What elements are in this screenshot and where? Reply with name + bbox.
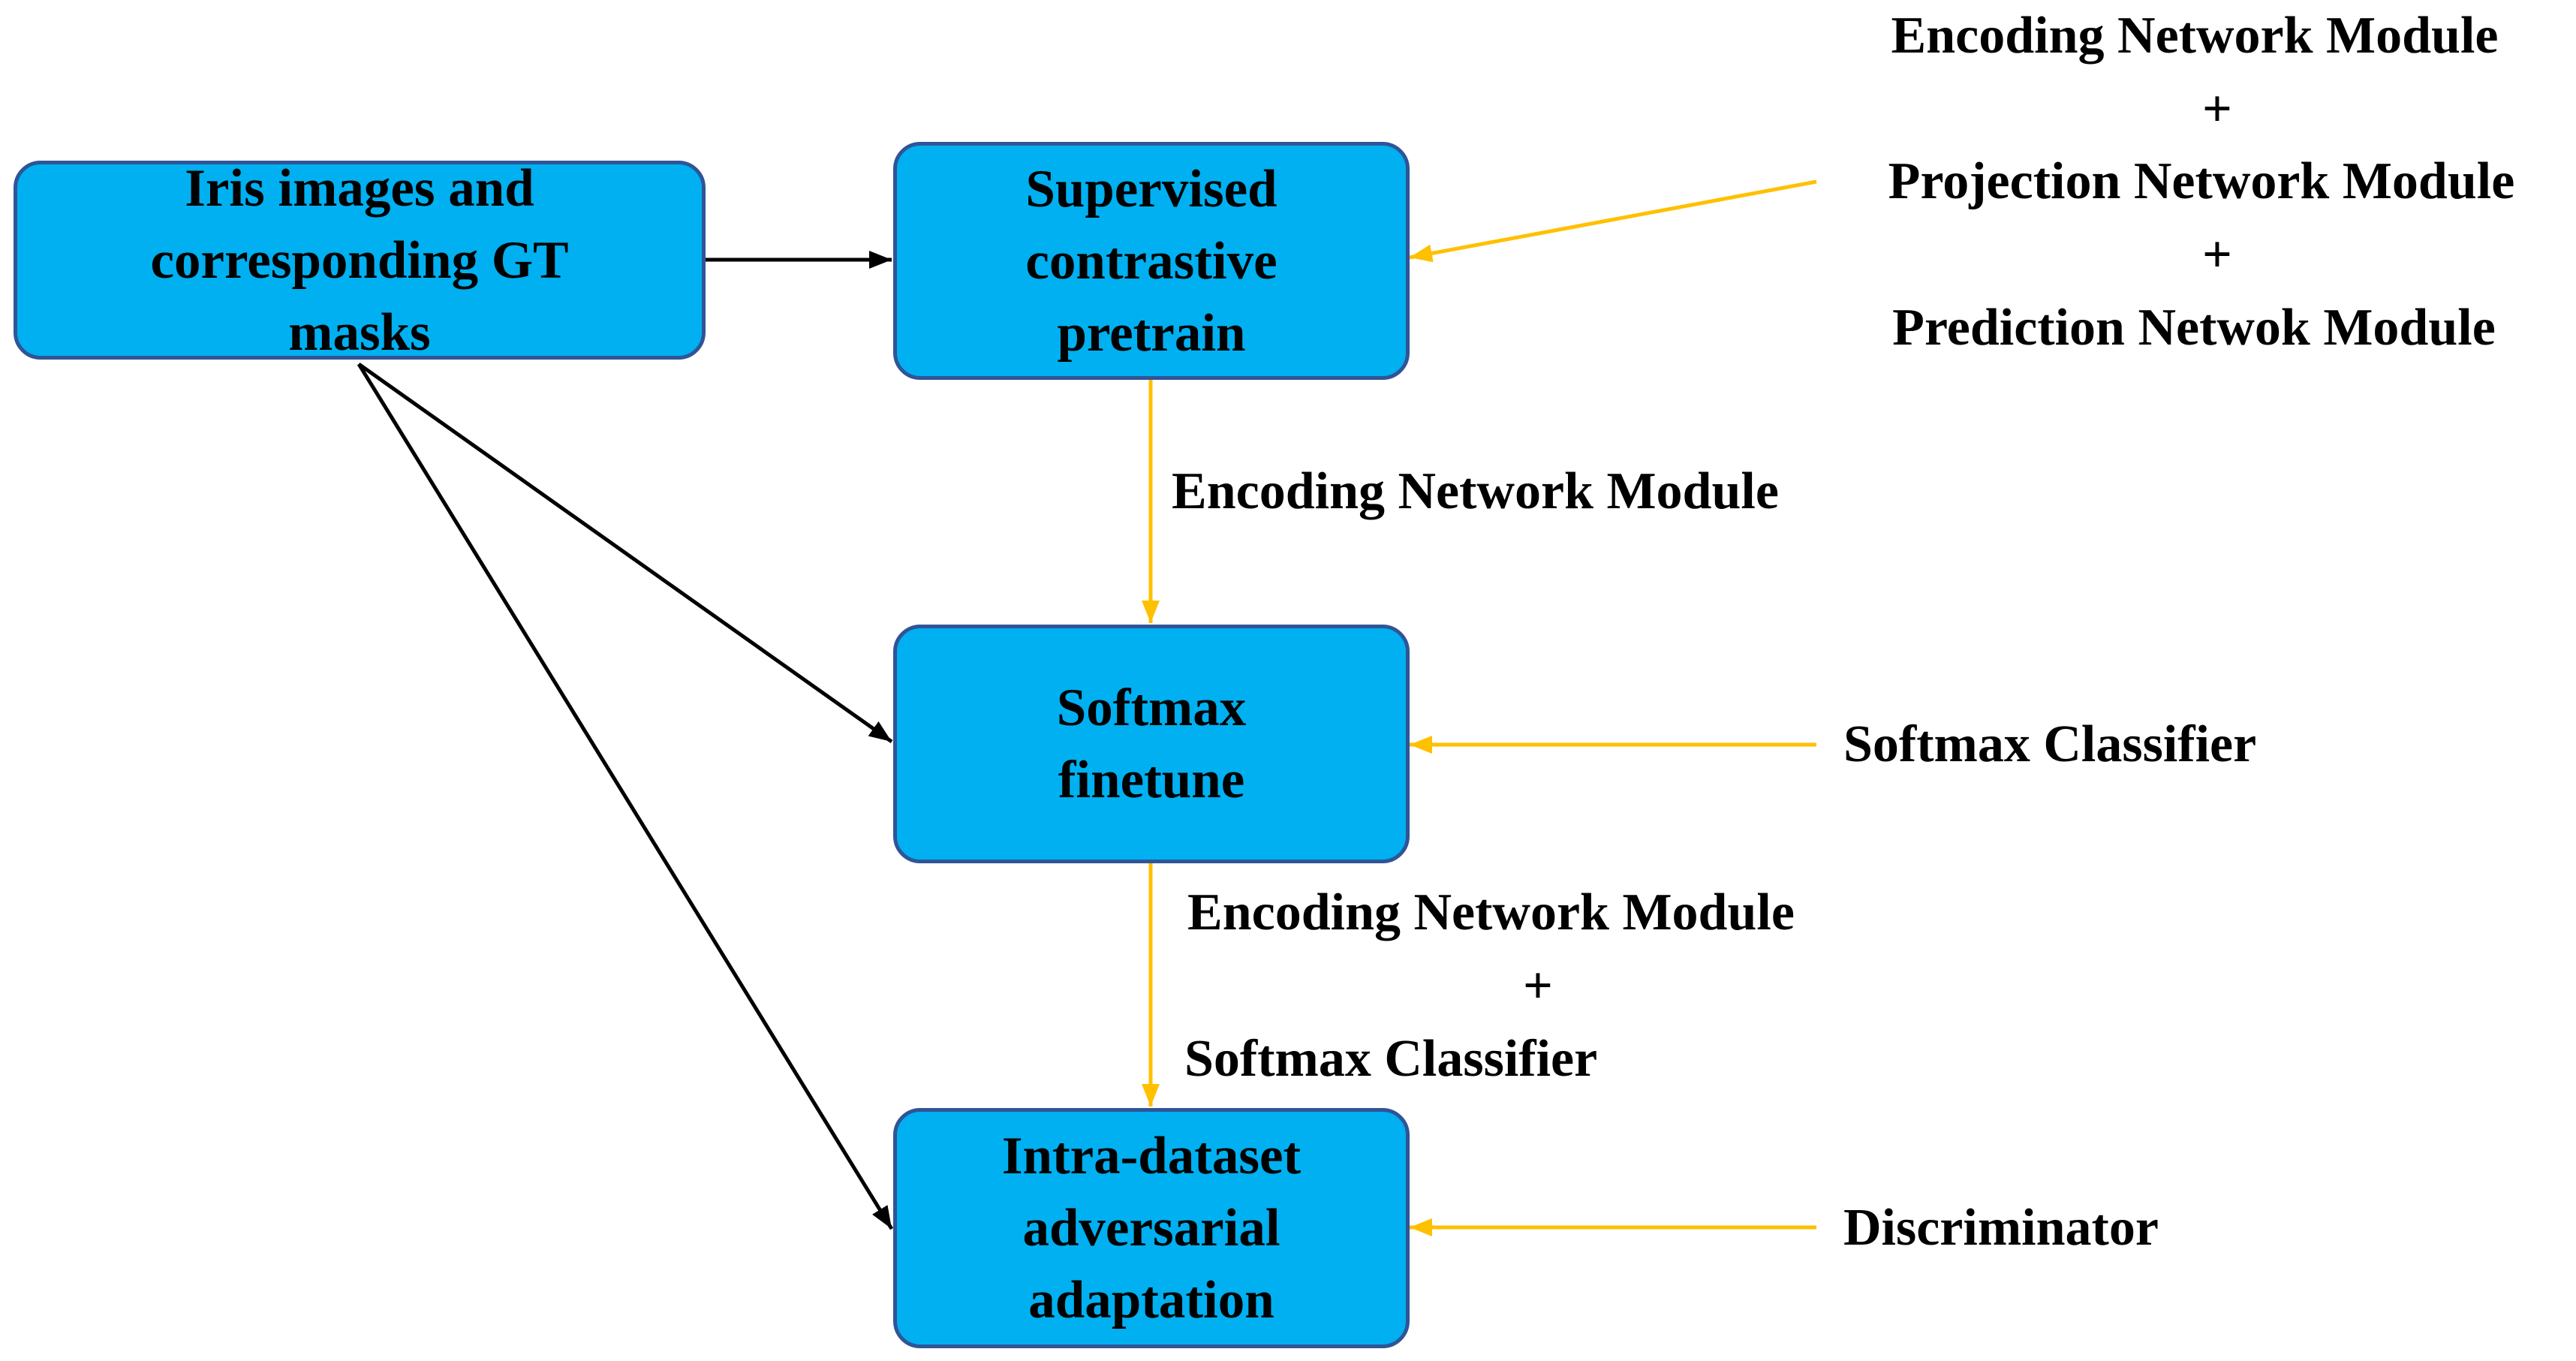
module-projection-network: Projection Network Module <box>1888 152 2515 210</box>
node-softmax-finetune: Softmax finetune <box>893 625 1410 863</box>
arrow-modules-to-pretrain <box>1409 179 1817 263</box>
node-pretrain-label: Supervised contrastive pretrain <box>1025 159 1277 363</box>
arrow-iris-to-adapt <box>357 363 894 1230</box>
module-plus-1: + <box>2202 80 2232 138</box>
module-plus-2: + <box>2202 226 2232 284</box>
node-supervised-contrastive-pretrain: Supervised contrastive pretrain <box>893 142 1410 380</box>
module-encoding-network: Encoding Network Module <box>1891 7 2499 65</box>
node-intra-dataset-adaptation: Intra-dataset adversarial adaptation <box>893 1108 1410 1348</box>
arrow-iris-to-finetune <box>357 362 893 744</box>
module-discriminator: Discriminator <box>1843 1199 2159 1257</box>
edge-label-encoding-network-2: Encoding Network Module <box>1187 884 1795 941</box>
edge-label-softmax-classifier: Softmax Classifier <box>1184 1030 1598 1088</box>
module-softmax-classifier: Softmax Classifier <box>1843 715 2257 773</box>
edge-label-encoding-network: Encoding Network Module <box>1172 462 1779 520</box>
node-iris-images: Iris images and corresponding GT masks <box>14 159 706 362</box>
node-finetune-label: Softmax finetune <box>1056 679 1247 809</box>
node-adapt-label: Intra-dataset adversarial adaptation <box>1001 1127 1302 1329</box>
module-prediction-network: Prediction Netwok Module <box>1892 299 2496 357</box>
edge-label-plus: + <box>1523 957 1553 1015</box>
node-iris-images-label: Iris images and corresponding GT masks <box>150 158 569 362</box>
